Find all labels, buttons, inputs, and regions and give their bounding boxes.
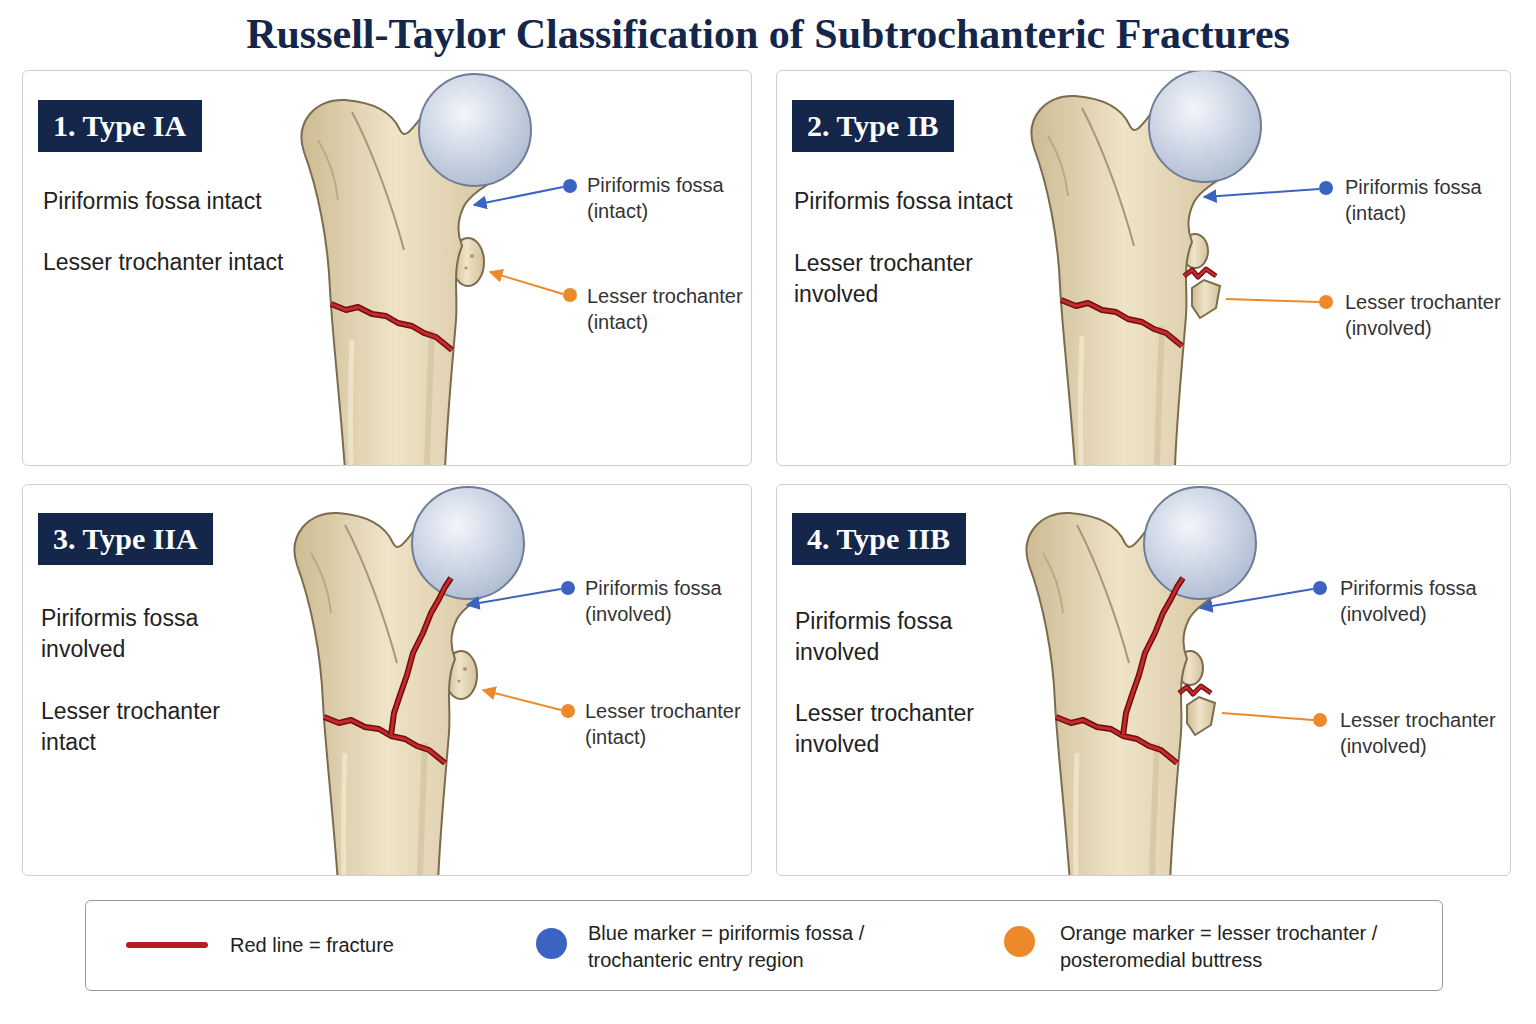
bone-fragment	[1187, 697, 1215, 735]
fracture-line	[1184, 269, 1216, 277]
femur-bone	[1032, 71, 1261, 465]
leader-line	[1222, 713, 1313, 720]
leader-line	[490, 272, 563, 294]
type-heading-box: 3. Type IIA	[38, 513, 213, 565]
femur-illustration	[295, 487, 524, 875]
panel-description: Lesser trochanter intact	[43, 247, 293, 278]
femur-illustration	[1032, 71, 1261, 465]
piriformis-marker	[563, 179, 577, 193]
lesser-trochanter-marker	[561, 704, 575, 718]
fracture-line	[331, 304, 452, 350]
femur-bone	[295, 487, 524, 875]
femur-type-iib	[1027, 487, 1256, 875]
femur-bone	[302, 74, 531, 465]
femur-type-iia	[295, 487, 524, 875]
panel-description: Piriformis fossa involved	[795, 606, 995, 668]
legend-line-sample	[126, 942, 208, 948]
callout-label: Piriformis fossa (involved)	[585, 575, 757, 627]
panel-description: Lesser trochanter intact	[41, 696, 241, 758]
classification-panel: Piriformis fossa involvedLesser trochant…	[776, 484, 1511, 876]
bone-fragment	[1192, 280, 1220, 318]
leader-line	[467, 589, 561, 605]
classification-panel: Piriformis fossa intactLesser trochanter…	[22, 70, 752, 466]
marker-dots	[561, 179, 1333, 727]
callout-label: Piriformis fossa (involved)	[1340, 575, 1512, 627]
panel-description: Piriformis fossa intact	[794, 186, 1026, 217]
callout-label: Lesser trochanter (involved)	[1340, 707, 1512, 759]
femur-illustration	[1027, 487, 1256, 875]
legend-box: Red line = fracture Blue marker = pirifor…	[85, 900, 1443, 991]
leader-lines	[467, 187, 1319, 720]
legend-swatch	[536, 928, 567, 959]
femur-type-ia	[302, 74, 531, 465]
leader-line	[1226, 299, 1319, 302]
leader-line	[474, 187, 563, 205]
classification-panel: Piriformis fossa intactLesser trochanter…	[776, 70, 1511, 466]
panel-description: Lesser trochanter involved	[794, 248, 1026, 310]
piriformis-marker	[561, 581, 575, 595]
fracture-line	[1179, 686, 1211, 694]
type-heading: 4. Type IIB	[807, 521, 950, 557]
callout-label: Piriformis fossa (intact)	[587, 172, 759, 224]
callout-label: Piriformis fossa (intact)	[1345, 174, 1517, 226]
lesser-trochanter-marker	[1319, 295, 1333, 309]
legend-swatch	[1004, 926, 1035, 957]
legend-text: Orange marker = lesser trochanter / post…	[1060, 920, 1400, 974]
leader-line	[1204, 189, 1319, 197]
femur-illustration	[302, 74, 531, 465]
panel-description: Piriformis fossa intact	[43, 186, 293, 217]
diagram-title: Russell-Taylor Classification of Subtroc…	[0, 8, 1536, 60]
type-heading: 1. Type IA	[53, 108, 186, 144]
legend-text: Red line = fracture	[230, 932, 490, 959]
legend-text: Blue marker = piriformis fossa / trochan…	[588, 920, 888, 974]
callout-label: Lesser trochanter (intact)	[585, 698, 757, 750]
lesser-trochanter-marker	[563, 288, 577, 302]
femur-type-ib	[1032, 71, 1261, 465]
fracture-line	[391, 578, 451, 735]
fracture-line	[1056, 717, 1177, 763]
lesser-trochanter-marker	[1313, 713, 1327, 727]
panel-description: Lesser trochanter involved	[795, 698, 995, 760]
leader-line	[1200, 589, 1313, 608]
type-heading-box: 1. Type IA	[38, 100, 202, 152]
fracture-line	[1123, 578, 1183, 735]
type-heading: 3. Type IIA	[53, 521, 198, 557]
callout-label: Lesser trochanter (intact)	[587, 283, 759, 335]
piriformis-marker	[1319, 181, 1333, 195]
fracture-line	[324, 717, 445, 763]
type-heading-box: 4. Type IIB	[792, 513, 966, 565]
leader-line	[483, 690, 561, 710]
piriformis-marker	[1313, 581, 1327, 595]
classification-panel: Piriformis fossa involvedLesser trochant…	[22, 484, 752, 876]
panel-description: Piriformis fossa involved	[41, 603, 241, 665]
fracture-line	[1061, 300, 1182, 346]
type-heading-box: 2. Type IB	[792, 100, 954, 152]
femur-bone	[1027, 487, 1256, 875]
callout-label: Lesser trochanter (involved)	[1345, 289, 1517, 341]
type-heading: 2. Type IB	[807, 108, 938, 144]
